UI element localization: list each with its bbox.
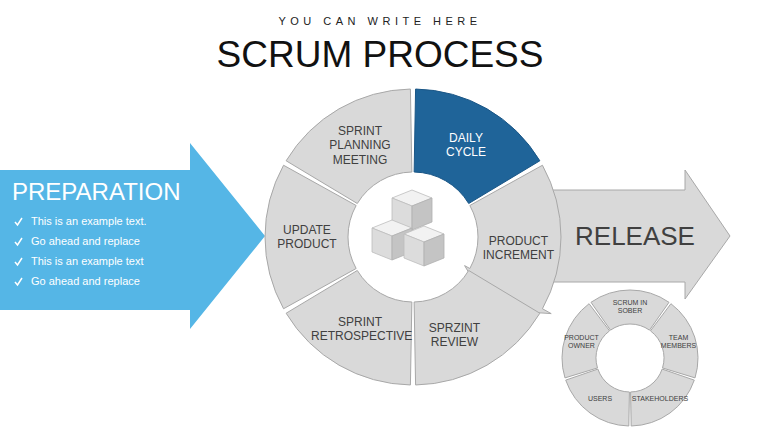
segment-outline: [562, 304, 610, 378]
bullet-text: This is an example text.: [31, 215, 147, 227]
segment-outline: [286, 89, 412, 203]
bullet-text: Go ahead and replace: [31, 275, 140, 287]
segment-label: SPRINT RETROSPECTIVE: [311, 315, 409, 343]
ring-segment: DAILY CYCLE: [245, 69, 581, 405]
segment-outline: [566, 369, 630, 426]
segment-label: STAKEHOLDERS: [631, 395, 689, 403]
check-mark: [14, 257, 23, 266]
ring-segment: STAKEHOLDERS: [542, 270, 718, 428]
segment-shape: [542, 270, 718, 428]
segment-shape: [542, 270, 718, 428]
segment-shape: [542, 270, 718, 428]
release-arrow-outline: [540, 170, 730, 299]
segment-shape: [245, 69, 581, 405]
preparation-arrow: PREPARATION This is an example text. Go ah…: [0, 140, 266, 332]
check-mark: [14, 277, 23, 286]
segment-shape: [245, 69, 581, 405]
ring-segment: SPRZINT REVIEW: [245, 69, 581, 405]
ring-segment: SPRINT PLANNING MEETING: [245, 69, 581, 405]
segment-outline: [414, 89, 540, 203]
segment-label: UPDATE PRODUCT: [271, 223, 343, 251]
segment-label: SPRZINT REVIEW: [423, 320, 485, 348]
segment-shape: [245, 69, 581, 405]
ring-segment: PRODUCT INCREMENT: [245, 69, 581, 405]
arrow-label: RELEASE: [575, 221, 695, 252]
segment-label: SCRUM IN SOBER: [610, 299, 650, 316]
segment-outline: [265, 165, 356, 309]
segment-outline: [286, 270, 412, 384]
ring-segment: USERS: [542, 270, 718, 428]
segment-outline: [414, 270, 540, 384]
check-mark: [14, 217, 23, 226]
ring-segment: UPDATE PRODUCT: [245, 69, 581, 405]
arrow-heading: PREPARATION: [12, 178, 180, 206]
segment-label: DAILY CYCLE: [435, 131, 497, 159]
segment-label: SPRINT PLANNING MEETING: [319, 124, 401, 166]
segment-shape: [542, 270, 718, 428]
preparation-arrow-outline: [0, 143, 265, 329]
segment-outline: [650, 304, 698, 378]
check-mark: [14, 237, 23, 246]
segment-shape: [245, 69, 581, 405]
segment-outline: [631, 369, 695, 426]
ring-segment: SCRUM IN SOBER: [542, 270, 718, 428]
bullet-text: Go ahead and replace: [31, 235, 140, 247]
segment-shape: [245, 69, 581, 405]
segment-label: TEAM MEMBERS: [660, 334, 698, 351]
ring-segment: TEAM MEMBERS: [542, 270, 718, 428]
segment-label: PRODUCT OWNER: [562, 334, 600, 351]
ring-segment: PRODUCT OWNER: [542, 270, 718, 428]
segment-shape: [245, 69, 581, 405]
bullet-text: This is an example text: [31, 255, 144, 267]
segment-shape: [542, 270, 718, 428]
slide-title: SCRUM PROCESS: [0, 34, 760, 76]
header-note: YOU CAN WRITE HERE: [0, 15, 760, 27]
release-arrow: RELEASE: [540, 165, 732, 303]
ring-segment: SPRINT RETROSPECTIVE: [245, 69, 581, 405]
segment-outline: [591, 290, 669, 330]
segment-label: USERS: [580, 395, 620, 403]
